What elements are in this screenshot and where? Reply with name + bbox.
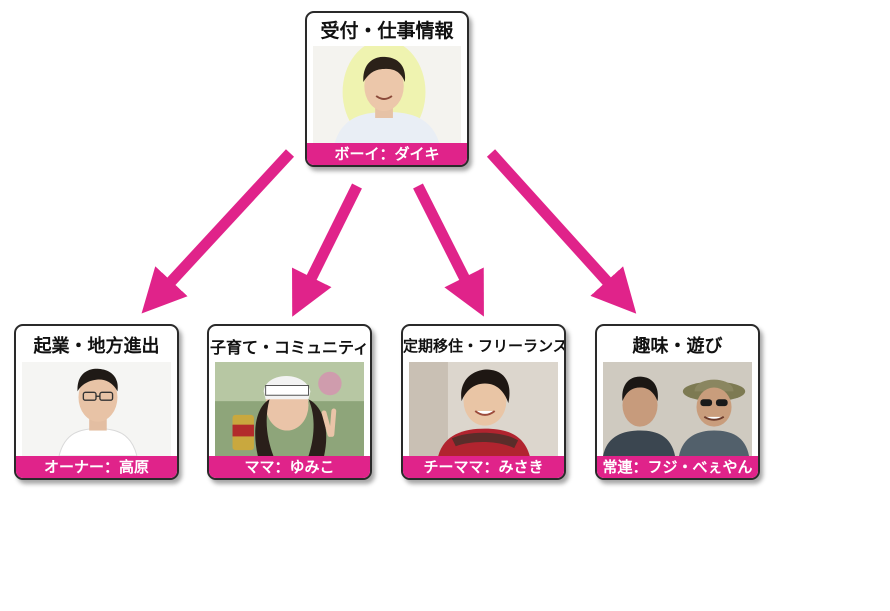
arrow-to-card-2: [292, 183, 362, 317]
person-photo-icon: [22, 362, 171, 456]
profile-card-top[interactable]: 受付・仕事情報 ボーイ：ダイキ: [305, 11, 469, 167]
card-title: 起業・地方進出: [33, 336, 160, 357]
card-caption: ボーイ：ダイキ: [307, 143, 467, 165]
profile-photo: [409, 362, 558, 456]
arrow-to-card-4: [486, 149, 637, 314]
profile-photo: [313, 46, 461, 143]
person-photo-icon: [215, 362, 364, 456]
card-caption: 常連：フジ・べぇやん: [597, 456, 758, 478]
arrow-to-card-3: [413, 183, 484, 317]
card-title: 受付・仕事情報: [320, 20, 454, 42]
card-caption: オーナー：高原: [16, 456, 177, 478]
two-people-photo-icon: [603, 362, 752, 456]
profile-card-3[interactable]: 定期移住・フリーランス チーママ：みさき: [401, 324, 566, 480]
profile-card-2[interactable]: 子育て・コミュニティ ママ：ゆみこ: [207, 324, 372, 480]
profile-photo: [22, 362, 171, 456]
card-title: 趣味・遊び: [632, 336, 723, 357]
card-title: 定期移住・フリーランス: [403, 337, 566, 355]
person-photo-icon: [409, 362, 558, 456]
profile-photo: [215, 362, 364, 456]
card-caption: チーママ：みさき: [403, 456, 564, 478]
card-title: 子育て・コミュニティ: [209, 338, 370, 357]
profile-card-4[interactable]: 趣味・遊び 常連：フジ・べぇやん: [595, 324, 760, 480]
profile-card-1[interactable]: 起業・地方進出 オーナー：高原: [14, 324, 179, 480]
card-caption: ママ：ゆみこ: [209, 456, 370, 478]
arrow-to-card-1: [141, 149, 295, 314]
profile-photo: [603, 362, 752, 456]
person-photo-icon: [313, 46, 461, 143]
